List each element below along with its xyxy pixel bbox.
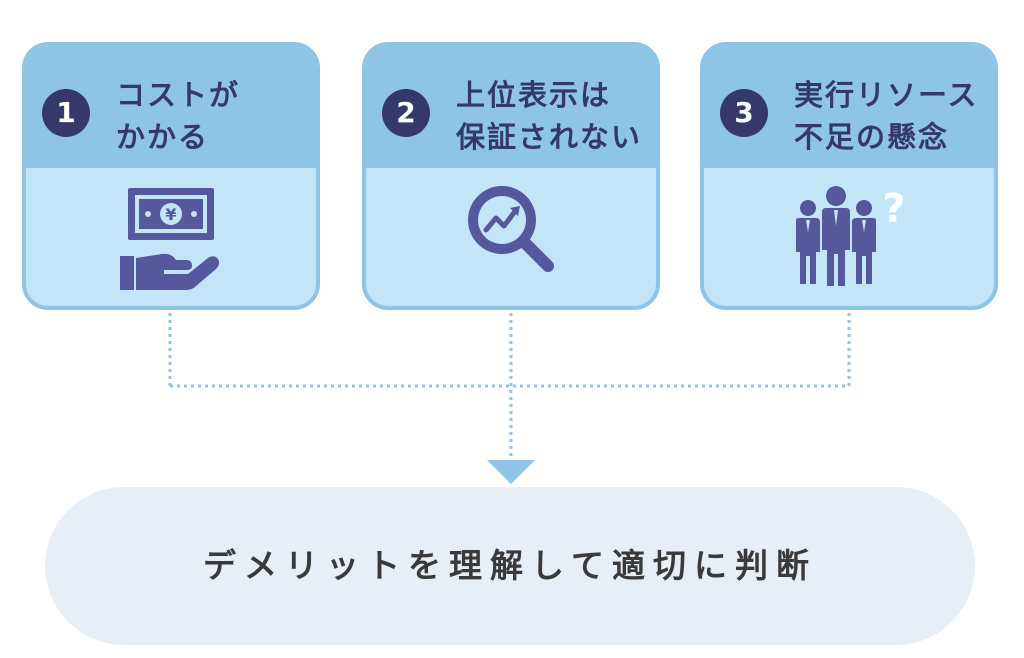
card-title: 実行リソース 不足の懸念 xyxy=(794,74,979,158)
card-header: 3 実行リソース 不足の懸念 xyxy=(704,46,994,168)
card-title-line1: コストが xyxy=(116,78,241,112)
card-title-line2: 保証されない xyxy=(456,120,643,154)
card-title-line1: 実行リソース xyxy=(794,78,979,112)
people-question-icon: ? xyxy=(796,186,906,286)
yen-bill-hand-icon: ¥ xyxy=(120,188,220,290)
card-ranking: 2 上位表示は 保証されない xyxy=(362,42,660,310)
arrow-down-icon xyxy=(487,460,535,484)
svg-text:?: ? xyxy=(882,186,905,232)
number-badge: 2 xyxy=(382,89,430,137)
card-title: 上位表示は 保証されない xyxy=(456,74,642,158)
number-badge: 1 xyxy=(42,89,90,137)
svg-text:¥: ¥ xyxy=(165,205,176,224)
result-label: デメリットを理解して適切に判断 xyxy=(202,546,817,585)
card-resource: 3 実行リソース 不足の懸念 ? xyxy=(700,42,998,310)
card-cost: 1 コストが かかる ¥ xyxy=(22,42,320,310)
card-header: 2 上位表示は 保証されない xyxy=(366,46,656,168)
card-title: コストが かかる xyxy=(116,74,240,158)
card-title-line1: 上位表示は xyxy=(456,78,612,112)
result-box: デメリットを理解して適切に判断 xyxy=(45,487,975,645)
card-title-line2: 不足の懸念 xyxy=(794,120,950,154)
card-title-line2: かかる xyxy=(116,120,210,154)
card-header: 1 コストが かかる xyxy=(26,46,316,168)
magnifier-growth-icon xyxy=(468,186,554,272)
number-badge: 3 xyxy=(720,89,768,137)
